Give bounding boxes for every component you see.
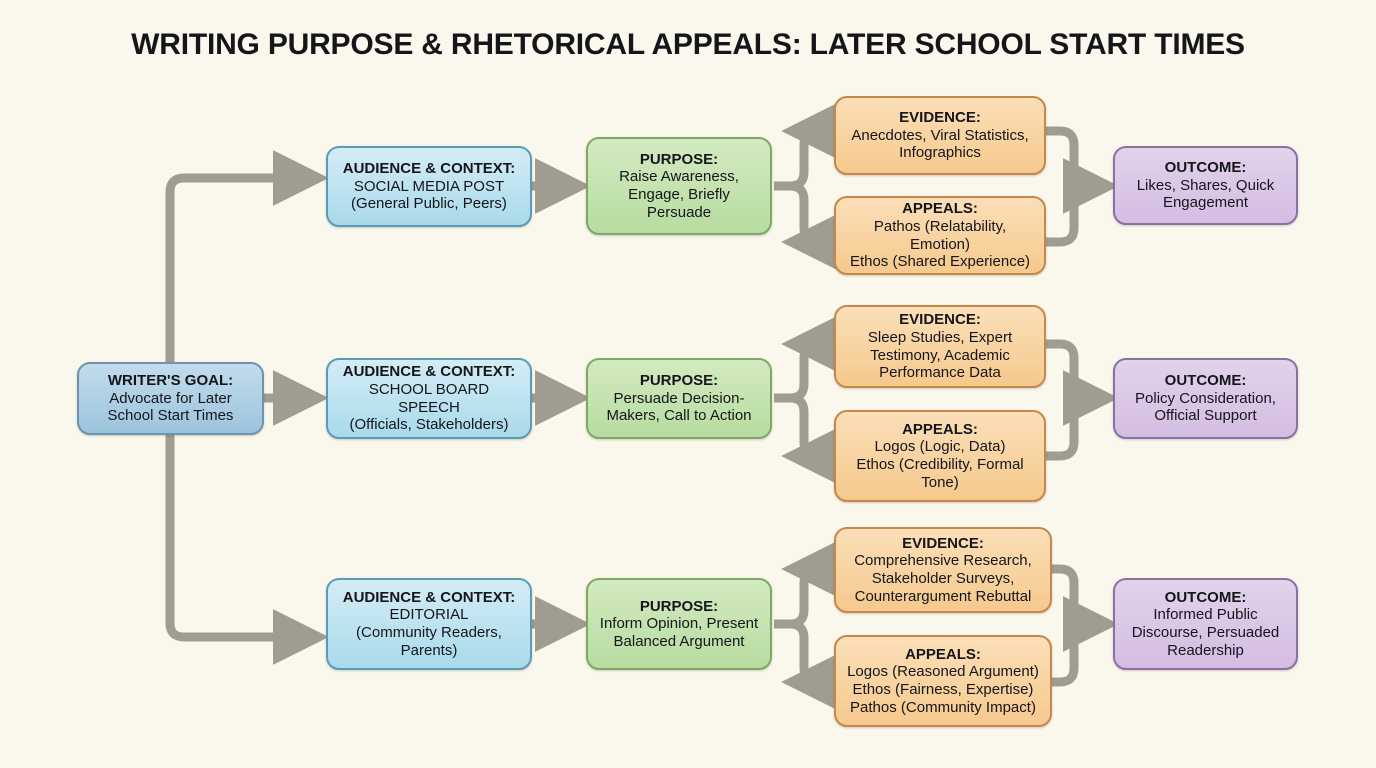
node-body: Likes, Shares, Quick Engagement: [1136, 176, 1275, 212]
node-heading: AUDIENCE & CONTEXT:: [342, 363, 516, 381]
node-line1: EDITORIAL: [389, 606, 469, 624]
node-evidence-editorial[interactable]: EVIDENCE: Comprehensive Research, Stakeh…: [834, 527, 1052, 613]
node-body: Anecdotes, Viral Statistics, Infographic…: [851, 126, 1029, 162]
node-heading: PURPOSE:: [639, 372, 719, 390]
node-heading: APPEALS:: [902, 420, 978, 438]
node-audience-school-board[interactable]: AUDIENCE & CONTEXT: SCHOOL BOARD SPEECH …: [326, 358, 532, 439]
node-line2: Ethos (Shared Experience): [849, 253, 1031, 271]
node-body: Persuade Decision-Makers, Call to Action: [606, 389, 752, 425]
node-line1: SOCIAL MEDIA POST: [353, 177, 505, 195]
node-body: Raise Awareness, Engage, Briefly Persuad…: [619, 168, 739, 221]
node-line2: (Officials, Stakeholders): [349, 416, 509, 434]
node-evidence-school-board[interactable]: EVIDENCE: Sleep Studies, Expert Testimon…: [834, 305, 1046, 388]
node-line3: Pathos (Community Impact): [850, 698, 1036, 716]
node-heading: AUDIENCE & CONTEXT:: [342, 160, 516, 178]
node-heading: EVIDENCE:: [899, 109, 981, 127]
node-body: Advocate for Later School Start Times: [107, 389, 234, 425]
node-appeals-social-media[interactable]: APPEALS: Pathos (Relatability, Emotion) …: [834, 196, 1046, 275]
node-heading: OUTCOME:: [1164, 159, 1247, 177]
node-line2: Ethos (Credibility, Formal Tone): [856, 456, 1024, 491]
node-line2: (Community Readers, Parents): [356, 624, 502, 659]
node-body: Inform Opinion, Present Balanced Argumen…: [599, 615, 759, 650]
node-appeals-editorial[interactable]: APPEALS: Logos (Reasoned Argument) Ethos…: [834, 635, 1052, 727]
node-heading: OUTCOME:: [1164, 372, 1247, 390]
node-line1: Logos (Logic, Data): [874, 438, 1006, 456]
node-body: Comprehensive Research, Stakeholder Surv…: [854, 552, 1032, 605]
node-heading: WRITER'S GOAL:: [107, 372, 234, 390]
node-writers-goal[interactable]: WRITER'S GOAL: Advocate for Later School…: [77, 362, 264, 435]
node-line1: Logos (Reasoned Argument): [847, 663, 1039, 681]
node-line2: (General Public, Peers): [351, 195, 507, 213]
node-purpose-social-media[interactable]: PURPOSE: Raise Awareness, Engage, Briefl…: [586, 137, 772, 235]
node-heading: OUTCOME:: [1164, 588, 1247, 606]
node-heading: APPEALS:: [902, 200, 978, 218]
node-evidence-social-media[interactable]: EVIDENCE: Anecdotes, Viral Statistics, I…: [834, 96, 1046, 175]
node-heading: EVIDENCE:: [902, 534, 984, 552]
node-line1: SCHOOL BOARD SPEECH: [368, 380, 490, 416]
node-body: Informed Public Discourse, Persuaded Rea…: [1131, 606, 1280, 659]
node-appeals-school-board[interactable]: APPEALS: Logos (Logic, Data) Ethos (Cred…: [834, 410, 1046, 502]
node-heading: AUDIENCE & CONTEXT:: [342, 588, 516, 606]
node-heading: PURPOSE:: [639, 597, 719, 615]
node-outcome-editorial[interactable]: OUTCOME: Informed Public Discourse, Pers…: [1113, 578, 1298, 670]
node-line1: Pathos (Relatability, Emotion): [873, 217, 1007, 253]
node-purpose-school-board[interactable]: PURPOSE: Persuade Decision-Makers, Call …: [586, 358, 772, 439]
node-heading: EVIDENCE:: [899, 311, 981, 329]
node-heading: APPEALS:: [905, 645, 981, 663]
node-outcome-social-media[interactable]: OUTCOME: Likes, Shares, Quick Engagement: [1113, 146, 1298, 225]
node-audience-editorial[interactable]: AUDIENCE & CONTEXT: EDITORIAL (Community…: [326, 578, 532, 670]
node-outcome-school-board[interactable]: OUTCOME: Policy Consideration, Official …: [1113, 358, 1298, 439]
node-purpose-editorial[interactable]: PURPOSE: Inform Opinion, Present Balance…: [586, 578, 772, 670]
node-heading: PURPOSE:: [639, 150, 719, 168]
node-body: Policy Consideration, Official Support: [1135, 389, 1276, 425]
node-audience-social-media[interactable]: AUDIENCE & CONTEXT: SOCIAL MEDIA POST (G…: [326, 146, 532, 227]
page-title: WRITING PURPOSE & RHETORICAL APPEALS: LA…: [131, 28, 1245, 61]
node-body: Sleep Studies, Expert Testimony, Academi…: [867, 328, 1013, 382]
node-line2: Ethos (Fairness, Expertise): [852, 681, 1034, 698]
